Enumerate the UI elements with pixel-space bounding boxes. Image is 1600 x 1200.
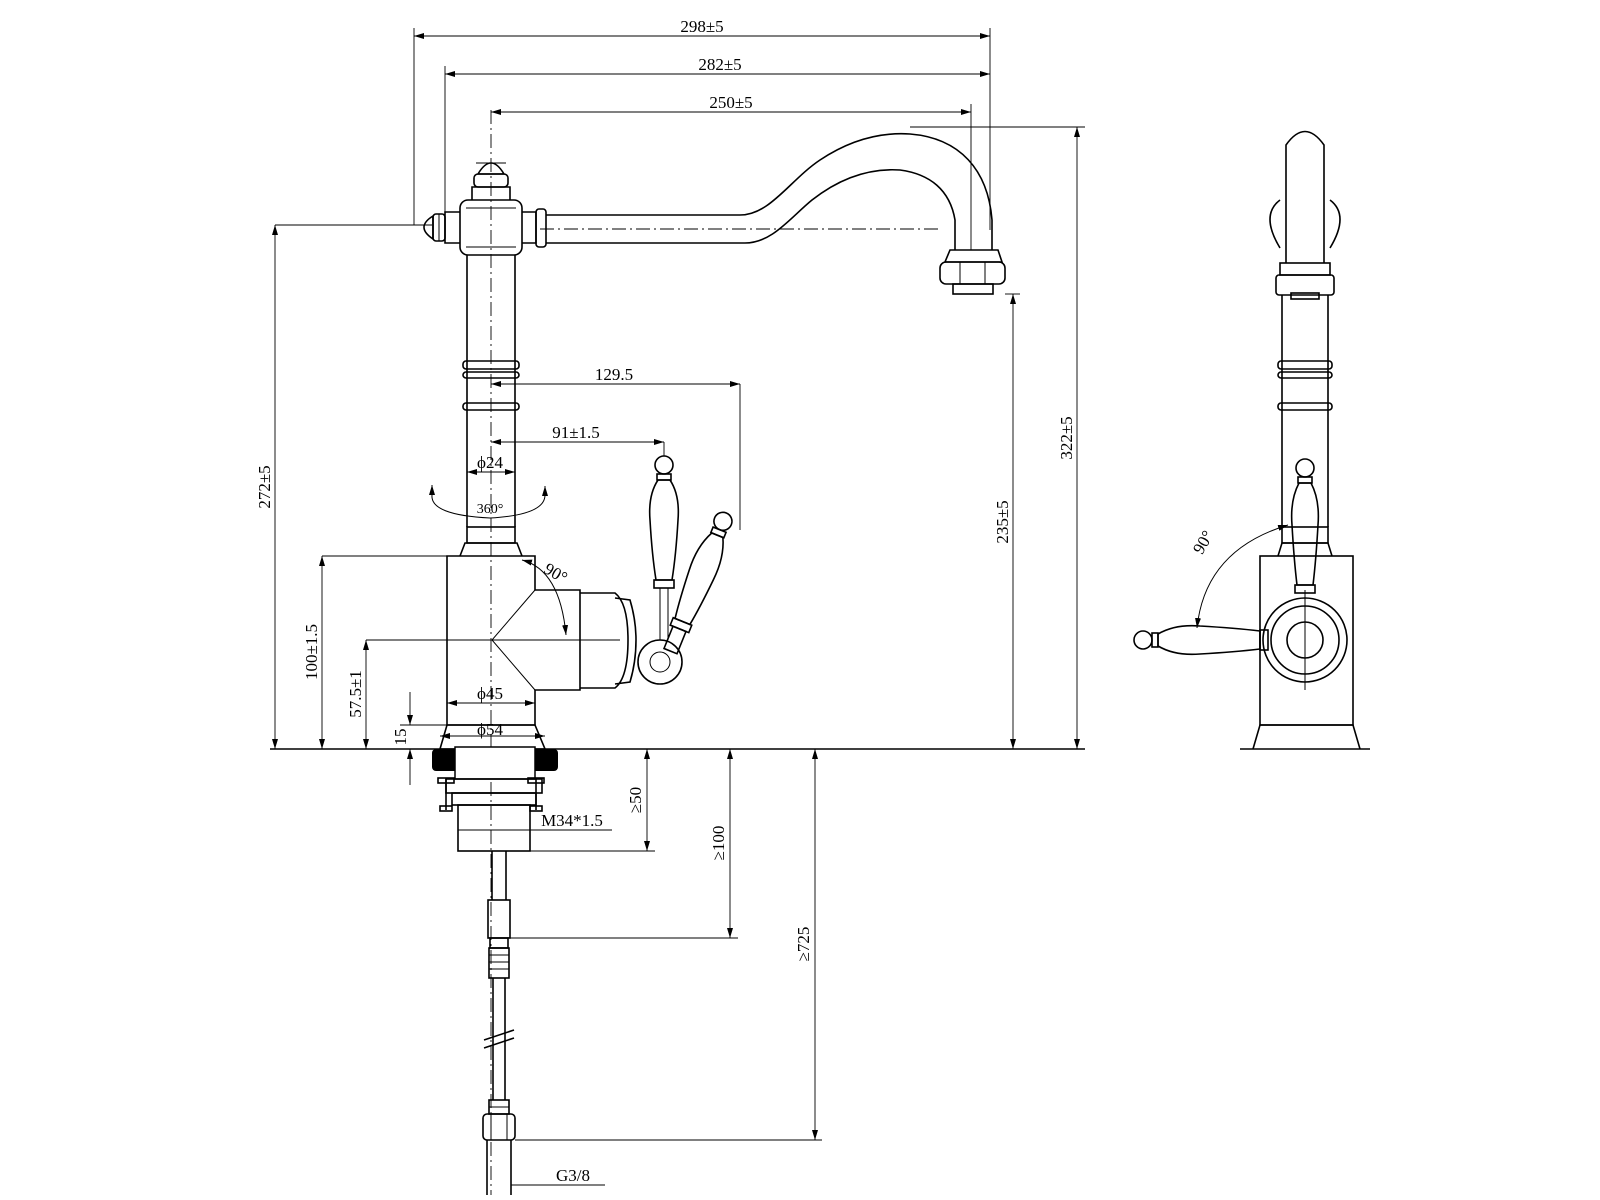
dim-handle-axis-height: 57.5±1	[346, 670, 365, 718]
dim-handle-reach-max: 129.5	[595, 365, 633, 384]
threaded-shank	[457, 804, 531, 852]
dim-handle-angle: 90°	[541, 559, 571, 587]
vertical-column	[466, 255, 516, 527]
side-angle-arc	[1195, 524, 1289, 629]
dimension-labels: 298±5 282±5 250±5 129.5 91±1.5 ϕ24 360° …	[255, 17, 1217, 1185]
dim-overall-width-mid: 282±5	[698, 55, 741, 74]
side-view-faucet	[1133, 130, 1370, 750]
spout-collar	[522, 211, 537, 244]
dim-column-diameter: ϕ24	[477, 453, 503, 472]
spout-arm	[546, 132, 993, 250]
front-view-faucet	[270, 110, 1085, 1195]
dim-min-clearance-50: ≥50	[626, 787, 645, 813]
dim-body-diameter: ϕ45	[477, 684, 503, 703]
dim-height-to-outlet: 235±5	[993, 500, 1012, 543]
dim-min-clearance-100: ≥100	[709, 826, 728, 861]
lever-handle-upright	[648, 455, 680, 640]
dim-handle-reach: 91±1.5	[552, 423, 600, 442]
dim-hose-connection: G3/8	[556, 1166, 590, 1185]
dim-side-view-handle-angle: 90°	[1189, 527, 1217, 557]
dim-min-hose-length: ≥725	[794, 927, 813, 962]
aerator	[943, 249, 1004, 263]
left-end-cap	[444, 211, 460, 244]
dim-swivel-angle: 360°	[477, 502, 504, 517]
swivel-arrow	[431, 494, 546, 519]
dim-body-height: 100±1.5	[302, 624, 321, 680]
side-base	[1252, 724, 1361, 750]
handle-angle-arc	[521, 559, 569, 636]
side-spout	[1285, 130, 1325, 263]
dim-overall-width-outer: 298±5	[680, 17, 723, 36]
dim-spout-reach: 250±5	[709, 93, 752, 112]
mounting-hardware	[432, 746, 558, 1195]
lever-handle-tilted	[662, 511, 733, 655]
handle-hub	[637, 639, 683, 685]
dim-base-ring-height: 15	[391, 729, 410, 746]
dim-shank-thread: M34*1.5	[541, 811, 603, 830]
dim-base-diameter: ϕ54	[477, 720, 503, 739]
dim-height-to-spout-arm: 272±5	[255, 465, 274, 508]
dim-overall-height: 322±5	[1057, 416, 1076, 459]
dimension-lines	[272, 28, 1085, 1186]
